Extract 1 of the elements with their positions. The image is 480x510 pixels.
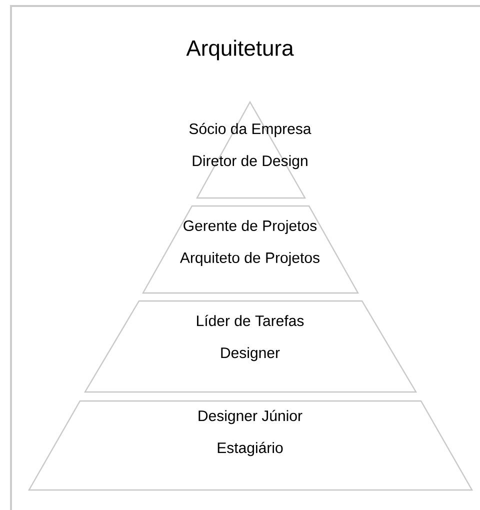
title: Arquitetura [186,40,294,60]
